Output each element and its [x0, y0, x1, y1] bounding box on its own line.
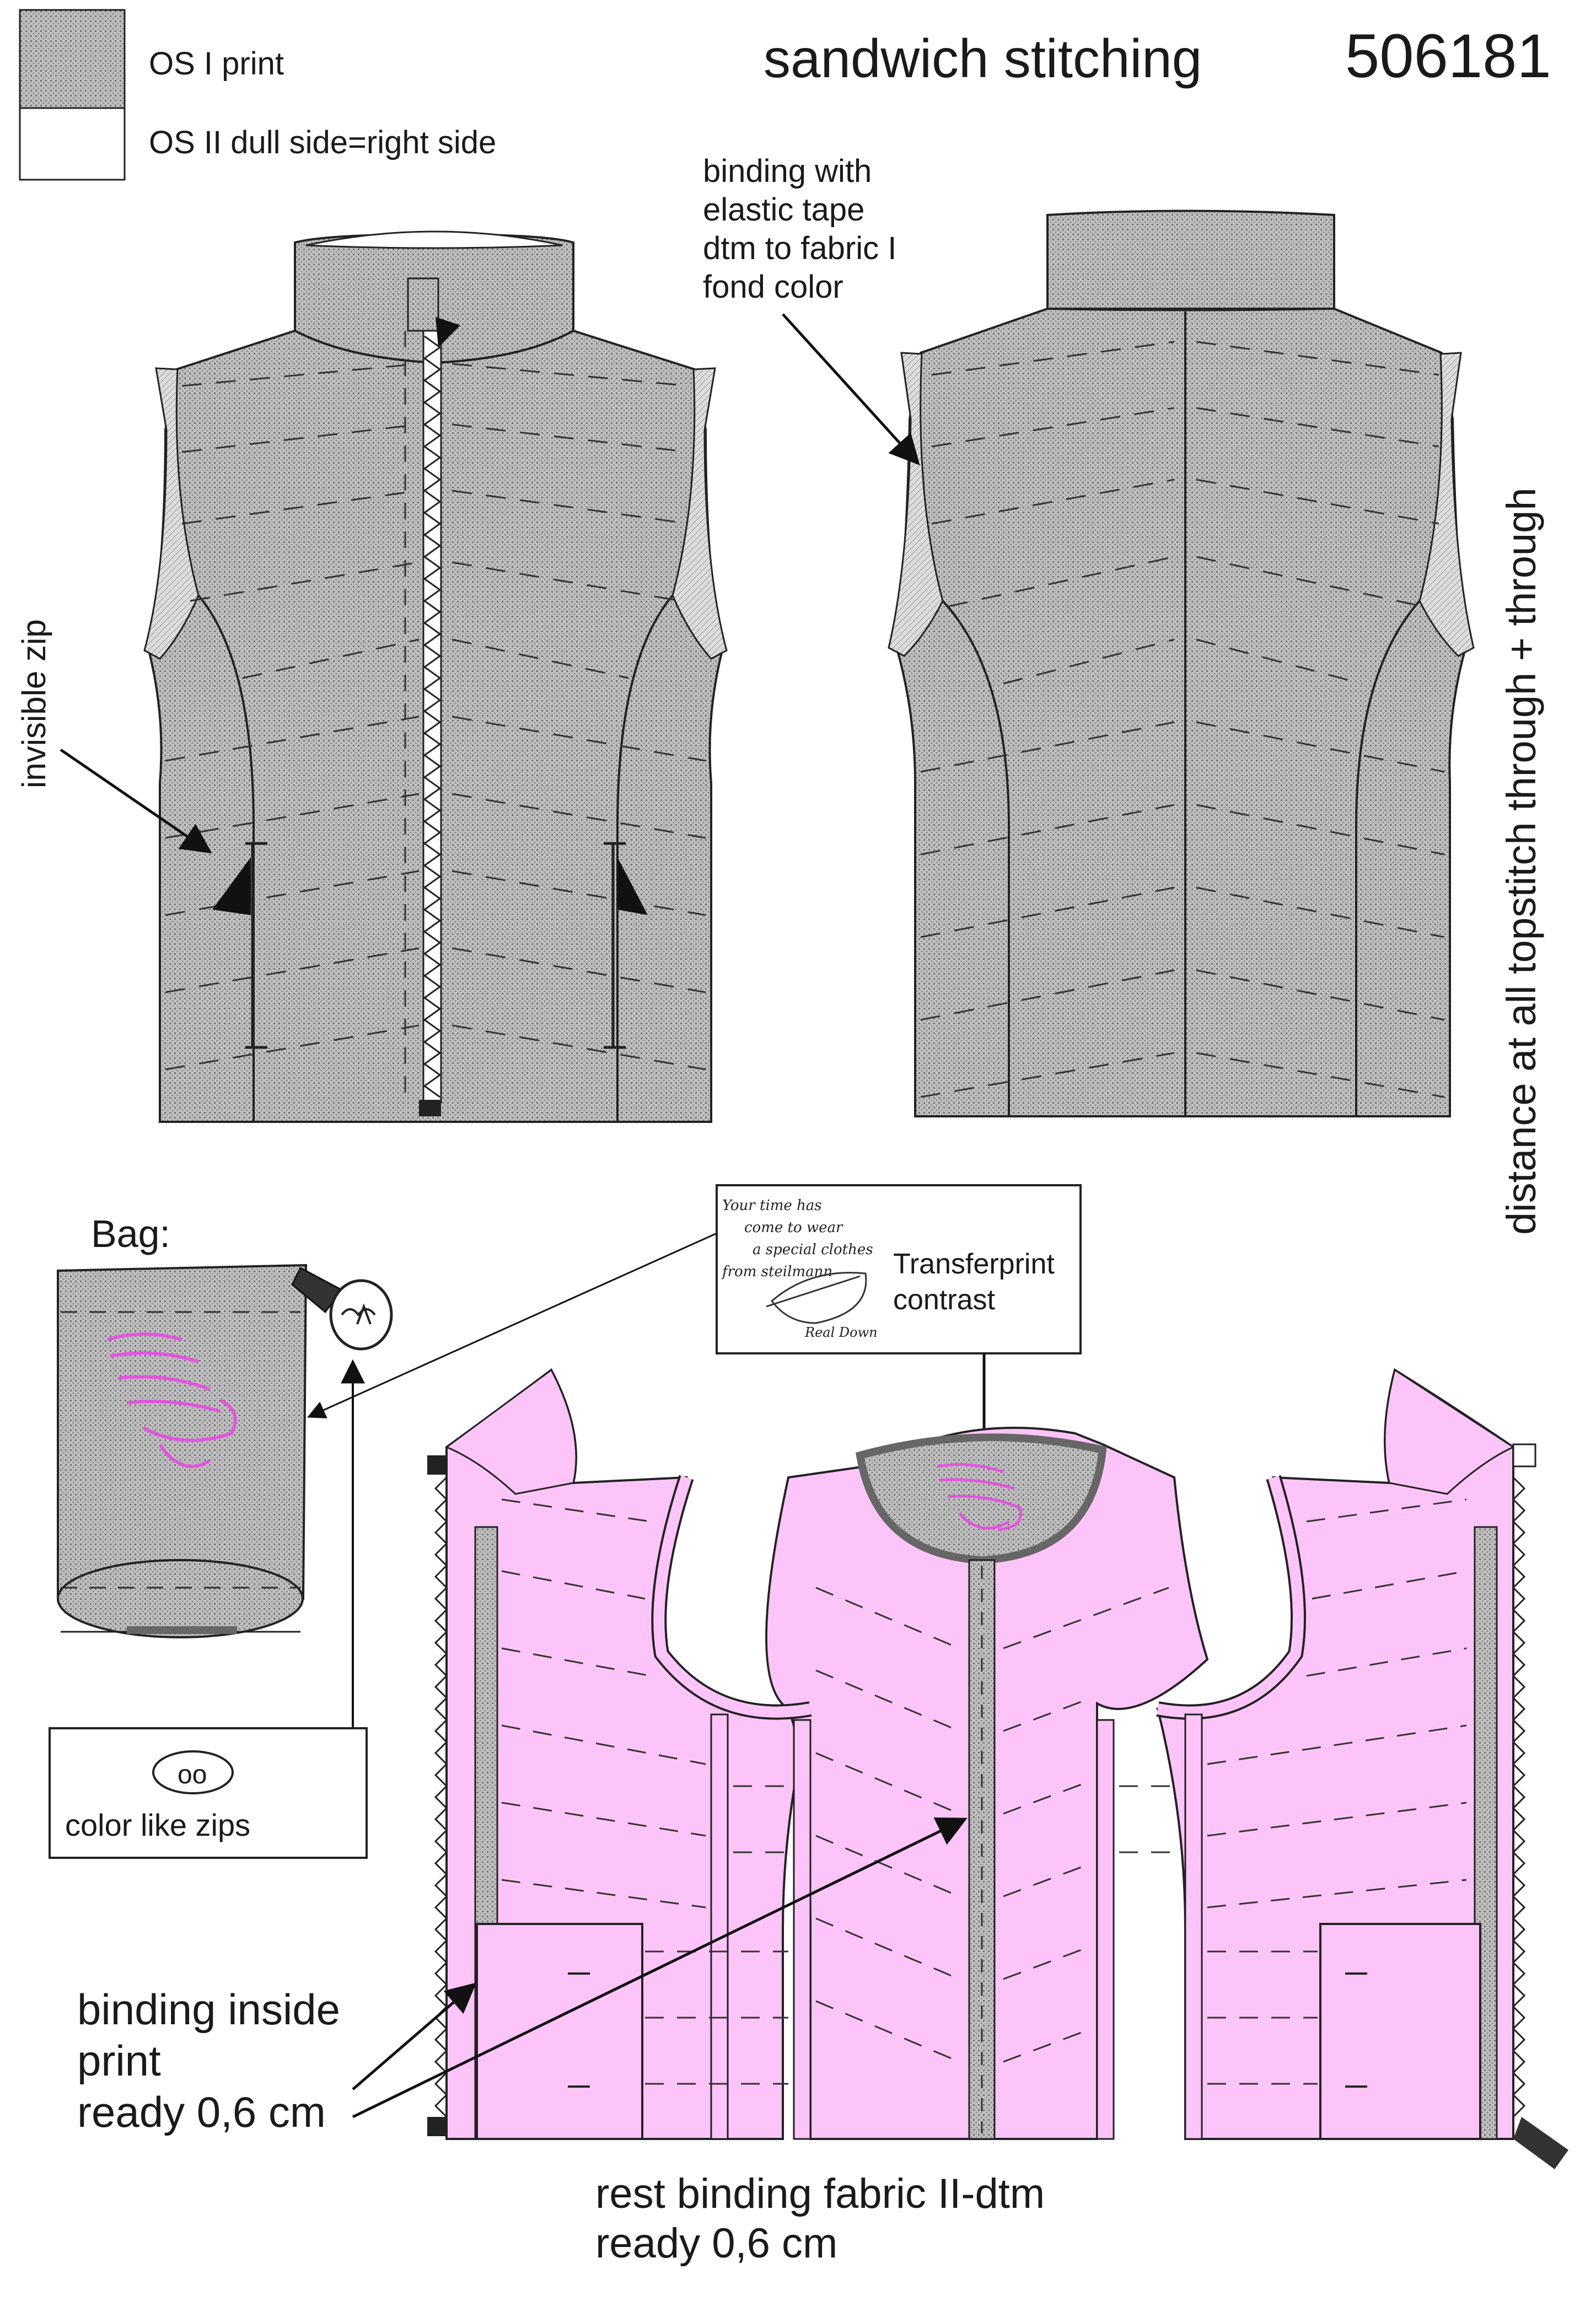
back-body — [894, 307, 1468, 1117]
transfer-card-line-5: Real Down — [804, 1325, 878, 1340]
inner-pocket-right — [1319, 1923, 1481, 2140]
binding-elastic-line-1: binding with — [703, 153, 872, 189]
legend-swatch-plain — [19, 107, 126, 181]
inner-pocket-left — [476, 1923, 643, 2140]
front-vest-sketch — [143, 230, 728, 1123]
transferprint-label-2: contrast — [893, 1284, 996, 1316]
binding-elastic-annotation: binding with elastic tape dtm to fabric … — [703, 153, 920, 466]
binding-elastic-line-3: dtm to fabric I — [703, 230, 896, 266]
toggle-label: color like zips — [65, 1808, 250, 1842]
back-vest-sketch — [888, 209, 1475, 1117]
transfer-card-line-2: come to wear — [744, 1219, 843, 1236]
back-collar — [1046, 209, 1335, 310]
legend-swatch-print — [19, 9, 126, 109]
rest-binding-line-2: ready 0,6 cm — [595, 2220, 837, 2267]
transferprint-label-1: Transferprint — [893, 1248, 1055, 1280]
transferprint-card: Your time has come to wear a special clo… — [716, 1184, 1082, 1354]
invisible-zip-arrow — [60, 748, 212, 854]
invisible-zip-label: invisible zip — [15, 619, 52, 788]
transfer-card-line-1: Your time has — [722, 1197, 822, 1214]
legend: OS I print OS II dull side=right side — [19, 9, 496, 181]
legend-label-plain: OS II dull side=right side — [149, 125, 496, 160]
binding-inside-line-2: print — [77, 2036, 161, 2085]
feather-icon — [766, 1272, 867, 1324]
binding-elastic-line-2: elastic tape — [703, 192, 864, 228]
transfer-card-line-3: a special clothes — [753, 1241, 873, 1258]
style-number: 506181 — [1345, 21, 1551, 90]
toggle-symbol: oo — [178, 1760, 207, 1789]
binding-inside-line-1: binding inside — [77, 1985, 340, 2034]
lining-inside-view — [427, 1368, 1568, 2169]
bag-arrow — [307, 1231, 720, 1418]
binding-inside-line-3: ready 0,6 cm — [77, 2088, 326, 2136]
bag-sketch — [57, 1264, 393, 1638]
binding-elastic-line-4: fond color — [703, 269, 843, 305]
distance-note: distance at all topstitch through + thro… — [1498, 488, 1544, 1235]
binding-inside-annotation: binding inside print ready 0,6 cm — [77, 1817, 968, 2136]
rest-binding-line-1: rest binding fabric II-dtm — [595, 2170, 1045, 2217]
legend-label-print: OS I print — [149, 46, 284, 82]
toggle-box: oo color like zips — [49, 1727, 368, 1859]
page-title: sandwich stitching — [764, 28, 1202, 89]
bag-label: Bag: — [91, 1212, 170, 1255]
